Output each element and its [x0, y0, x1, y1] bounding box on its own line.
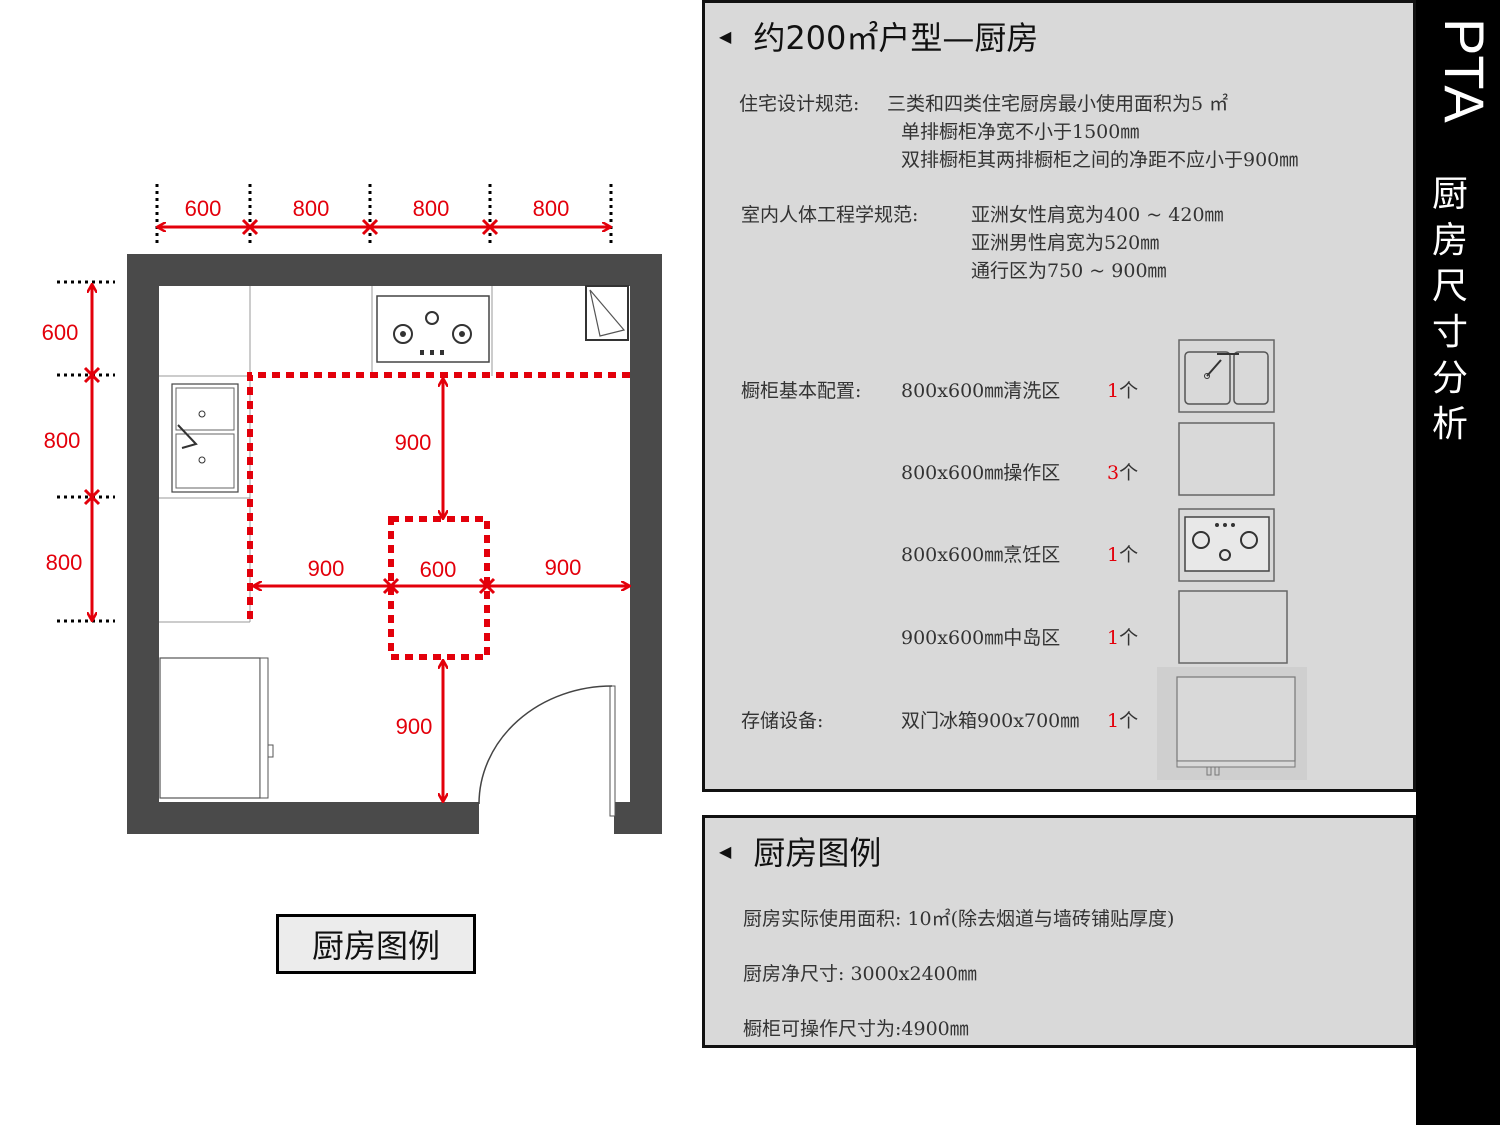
legend-panel: ◀ 厨房图例 厨房实际使用面积: 10㎡(除去烟道与墙砖铺贴厚度) 厨房净尺寸:… — [702, 815, 1416, 1048]
dim-left-2: 800 — [44, 428, 81, 453]
plan-legend-label: 厨房图例 — [276, 914, 476, 974]
ergo-label: 室内人体工程学规范: — [741, 204, 919, 226]
legend-panel-title: 厨房图例 — [753, 834, 882, 872]
island-icon — [1178, 590, 1288, 664]
dim-island: 600 — [420, 557, 457, 582]
config-item-name: 双门冰箱900x700㎜ — [901, 710, 1080, 732]
dim-left-gap: 900 — [308, 556, 345, 581]
ergo-line-3: 通行区为750 ~ 900㎜ — [971, 260, 1167, 282]
fridge-icon — [1157, 667, 1307, 780]
legend-line-1: 厨房实际使用面积: 10㎡(除去烟道与墙砖铺贴厚度) — [743, 908, 1175, 930]
triangle-left-icon: ◀ — [719, 26, 732, 46]
config-item-name: 900x600㎜中岛区 — [901, 627, 1061, 649]
dim-right-gap: 900 — [545, 555, 582, 580]
clearance-zone — [247, 372, 630, 660]
spec-line-2: 单排橱柜净宽不小于1500㎜ — [901, 121, 1140, 143]
spec-panel-title: 约200㎡户型—厨房 — [753, 19, 1039, 57]
spec-panel-header: ◀ 约200㎡户型—厨房 — [719, 13, 1038, 59]
spec-line-1: 三类和四类住宅厨房最小使用面积为5 ㎡ — [887, 93, 1229, 115]
config-item-count: 1个 — [1107, 380, 1139, 402]
walls — [127, 254, 662, 834]
legend-line-3: 橱柜可操作尺寸为:4900㎜ — [743, 1018, 969, 1040]
flue-icon — [585, 285, 629, 341]
triangle-left-icon: ◀ — [719, 841, 732, 861]
config-item-name: 800x600㎜操作区 — [901, 462, 1061, 484]
dim-top-1: 600 — [185, 196, 222, 221]
kitchen-floor-plan: 600 800 800 800 600 800 800 900 900 600 … — [42, 184, 662, 834]
dim-bottom-gap: 900 — [396, 714, 433, 739]
config-item-count: 1个 — [1107, 544, 1139, 566]
dim-top-gap: 900 — [395, 430, 432, 455]
reference-dotted-lines — [57, 184, 613, 623]
ergo-line-2: 亚洲男性肩宽为520㎜ — [971, 232, 1160, 254]
stove-icon — [1178, 508, 1275, 582]
dim-left-3: 800 — [46, 550, 83, 575]
spec-label: 住宅设计规范: — [739, 93, 860, 115]
sink-icon — [171, 383, 239, 493]
sink-icon — [1178, 339, 1275, 413]
sidebar-title: 厨房尺寸分析 — [1431, 174, 1468, 445]
brand-label: PTA — [1433, 18, 1496, 123]
config-item-count: 1个 — [1107, 710, 1139, 732]
dim-top-4: 800 — [533, 196, 570, 221]
config-item-count: 1个 — [1107, 627, 1139, 649]
spec-line-3: 双排橱柜其两排橱柜之间的净距不应小于900㎜ — [901, 149, 1299, 171]
dimension-lines — [83, 218, 630, 802]
dim-left-1: 600 — [42, 320, 79, 345]
stove-icon — [376, 295, 490, 363]
fridge-icon — [159, 657, 274, 799]
dim-top-3: 800 — [413, 196, 450, 221]
dim-top-2: 800 — [293, 196, 330, 221]
config-item-count: 3个 — [1107, 462, 1139, 484]
door — [478, 685, 616, 817]
config-label: 橱柜基本配置: — [741, 380, 862, 402]
legend-line-2: 厨房净尺寸: 3000x2400㎜ — [743, 963, 977, 985]
counter-icon — [1178, 422, 1275, 496]
legend-panel-header: ◀ 厨房图例 — [719, 828, 881, 874]
config-item-name: 800x600㎜烹饪区 — [901, 544, 1061, 566]
storage-label: 存储设备: — [741, 710, 824, 732]
config-item-name: 800x600㎜清洗区 — [901, 380, 1061, 402]
spec-panel: ◀ 约200㎡户型—厨房 住宅设计规范: 三类和四类住宅厨房最小使用面积为5 ㎡… — [702, 0, 1416, 792]
ergo-line-1: 亚洲女性肩宽为400 ~ 420㎜ — [971, 204, 1224, 226]
sidebar — [1416, 0, 1500, 1125]
